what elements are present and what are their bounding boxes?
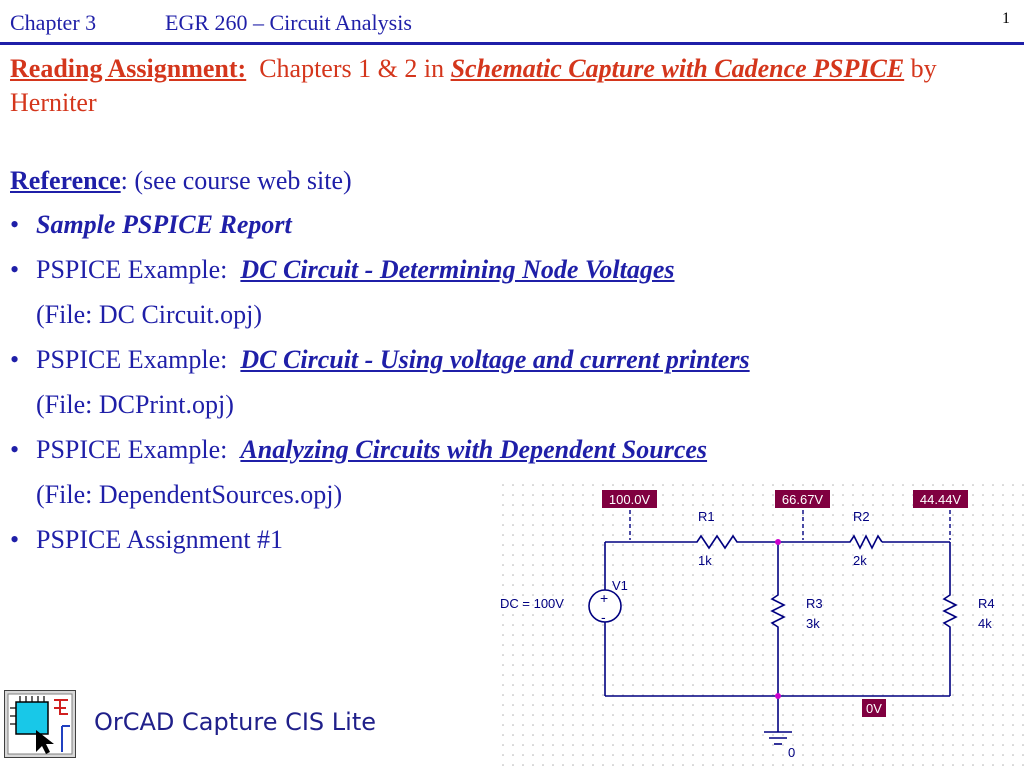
resistor-name: R2 — [853, 509, 870, 524]
reading-assignment-text: Chapters 1 & 2 in — [259, 54, 445, 83]
bullet: • — [10, 345, 20, 374]
example-prefix: PSPICE Example: — [36, 435, 228, 464]
reading-assignment: Reading Assignment: Chapters 1 & 2 in Sc… — [10, 52, 1010, 120]
node-voltage-marker[interactable]: 0V — [862, 699, 886, 717]
reference-label: Reference — [10, 166, 121, 195]
book-author: by Herniter — [10, 54, 937, 117]
list-item: • PSPICE Assignment #1 — [10, 525, 283, 555]
circuit-schematic: R1 1k R2 2k R3 3k R4 4k + - V1 DC = 100V… — [498, 480, 1024, 768]
resistor-value: 2k — [853, 553, 867, 568]
svg-text:+: + — [600, 590, 608, 606]
example-prefix: PSPICE Example: — [36, 255, 228, 284]
node-voltage-value: 66.67V — [782, 492, 824, 507]
bullet: • — [10, 210, 20, 239]
example-prefix: PSPICE Example: — [36, 345, 228, 374]
sample-report-label: Sample PSPICE Report — [36, 210, 292, 239]
chapter-label: Chapter 3 — [10, 10, 97, 35]
node-voltage-marker[interactable]: 66.67V — [775, 490, 830, 508]
orcad-logo-text: OrCAD Capture CIS Lite — [94, 708, 377, 736]
node-voltage-marker[interactable]: 100.0V — [602, 490, 657, 508]
reference-line: Reference: (see course web site) — [10, 166, 352, 196]
source-name: V1 — [612, 578, 628, 593]
resistor-r4[interactable]: R4 4k — [942, 592, 995, 631]
ground-label: 0 — [788, 745, 795, 760]
course-title: EGR 260 – Circuit Analysis — [165, 10, 412, 35]
source-value: DC = 100V — [500, 596, 564, 611]
node-voltage-value: 44.44V — [920, 492, 962, 507]
junction-dots — [775, 539, 781, 699]
resistor-value: 3k — [806, 616, 820, 631]
node-voltage-marker[interactable]: 44.44V — [913, 490, 968, 508]
resistor-r2[interactable]: R2 2k — [847, 509, 883, 568]
list-item: • PSPICE Example: Analyzing Circuits with… — [10, 435, 707, 465]
assignment-label: PSPICE Assignment #1 — [36, 525, 284, 554]
resistor-r1[interactable]: R1 1k — [692, 509, 742, 568]
page-number: 1 — [1002, 10, 1010, 27]
node-marker-leads — [629, 510, 951, 540]
file-name: (File: DependentSources.opj) — [36, 480, 343, 509]
node-voltage-value: 100.0V — [609, 492, 651, 507]
file-name: (File: DCPrint.opj) — [36, 390, 234, 419]
bullet: • — [10, 435, 20, 464]
node-voltage-value: 0V — [866, 701, 882, 716]
bullet: • — [10, 525, 20, 554]
resistor-name: R3 — [806, 596, 823, 611]
list-item: • Sample PSPICE Report — [10, 210, 292, 240]
example-link-dependent-sources[interactable]: Analyzing Circuits with Dependent Source… — [240, 435, 708, 464]
list-item: • PSPICE Example: DC Circuit - Determinin… — [10, 255, 674, 285]
resistor-name: R1 — [698, 509, 715, 524]
file-name: (File: DC Circuit.opj) — [36, 300, 263, 329]
schematic-grid — [498, 480, 1024, 768]
reading-assignment-label: Reading Assignment: — [10, 54, 247, 83]
resistor-name: R4 — [978, 596, 995, 611]
example-link-node-voltages[interactable]: DC Circuit - Determining Node Voltages — [240, 255, 675, 284]
example-link-printers[interactable]: DC Circuit - Using voltage and current p… — [240, 345, 750, 374]
svg-text:-: - — [601, 609, 606, 625]
ground-symbol: 0 — [764, 731, 795, 760]
bullet: • — [10, 255, 20, 284]
book-title: Schematic Capture with Cadence PSPICE — [450, 54, 905, 83]
header-divider — [0, 42, 1024, 45]
resistor-r3[interactable]: R3 3k — [770, 592, 823, 631]
resistor-value: 1k — [698, 553, 712, 568]
reference-text: : (see course web site) — [120, 166, 352, 195]
list-item: • PSPICE Example: DC Circuit - Using volt… — [10, 345, 750, 375]
voltage-source-v1[interactable]: + - V1 DC = 100V — [500, 578, 628, 625]
resistor-value: 4k — [978, 616, 992, 631]
orcad-capture-icon — [4, 690, 76, 758]
